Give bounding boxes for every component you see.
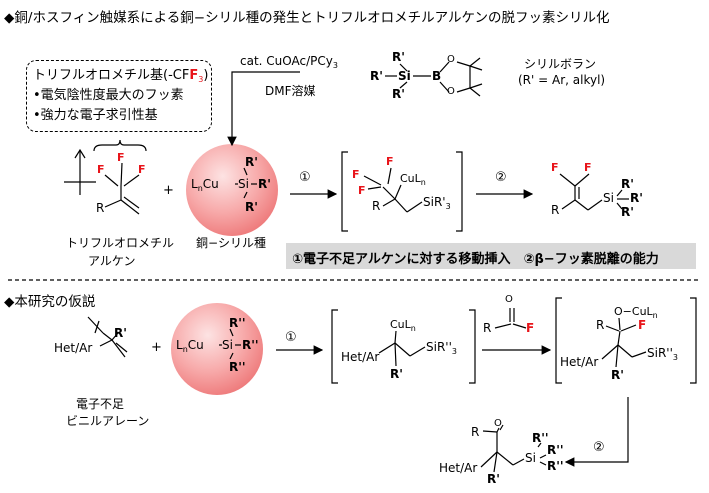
cusi2-rpp-top: R'' (229, 316, 246, 330)
prod-f-left: F (551, 161, 559, 174)
int-sir3: SiR'3 (423, 195, 451, 211)
int3-r: R (596, 318, 605, 332)
int-r: R (372, 199, 381, 213)
solvent-label: DMF溶媒 (265, 84, 316, 98)
final-hetar: Het/Ar (439, 461, 478, 475)
final-rpp-2: R'' (547, 443, 564, 457)
prod-f-right: F (584, 161, 592, 174)
prod-r: R (551, 203, 560, 217)
prod-si: Si (603, 191, 614, 205)
acyl-f: F (526, 321, 535, 335)
int2-culn: CuLn (390, 318, 416, 333)
step1-label: ① (299, 170, 311, 185)
cusi-rp-bottom: R' (245, 200, 258, 214)
prod-rp-2: R' (630, 191, 643, 205)
prod-rp-1: R' (621, 177, 634, 191)
final-si: Si (525, 451, 536, 465)
int3-f: F (638, 318, 647, 332)
ability-text: ①電子不足アルケンに対する移動挿入 ②β−フッ素脱離の能力 (292, 252, 659, 267)
alkene-r: R (96, 201, 105, 215)
vinyl-rp: R' (114, 326, 127, 340)
cusi-rp-right: R' (258, 177, 271, 191)
int-culn: CuLn (400, 172, 426, 187)
step1-label-2: ① (285, 330, 297, 345)
prod-rp-3: R' (621, 205, 634, 219)
plus-sign-2: + (151, 340, 162, 355)
silylborane-rp-bottom: R' (392, 87, 405, 101)
cf3-box-title: トリフルオロメチル基(-CFF3) (33, 68, 209, 84)
alkene-name-2: アルケン (88, 254, 136, 268)
plus-sign-1: + (163, 183, 174, 198)
alkene-f-right: F (138, 163, 146, 176)
int3-rp: R' (611, 368, 624, 382)
vinyl-name-2: ビニルアレーン (66, 414, 150, 428)
section2-title: ◆本研究の仮説 (4, 294, 96, 310)
vinyl-hetar: Het/Ar (54, 341, 93, 355)
ability-highlight-box (286, 243, 696, 269)
final-rp: R' (487, 472, 500, 486)
section1-title: ◆銅/ホスフィン触媒系による銅−シリル種の発生とトリフルオロメチルアルケンの脱フ… (4, 10, 610, 26)
diamond-bullet-icon: ◆ (4, 294, 15, 310)
copper-silyl-name: 銅−シリル種 (196, 236, 267, 250)
alkene-f-left: F (97, 163, 105, 176)
vinyl-name-1: 電子不足 (76, 397, 125, 411)
silylborane-si: Si (398, 69, 411, 83)
cusi-lncu: LnCu (191, 177, 219, 193)
silylborane-note: (R' = Ar, alkyl) (518, 73, 606, 87)
cusi2-si: Si (222, 338, 233, 352)
silylborane-b: B (432, 69, 442, 83)
catalyst-label: cat. CuOAc/PCy3 (240, 54, 338, 70)
copper-silyl-sphere-2 (171, 303, 263, 395)
int-f-bottom: F (358, 184, 366, 197)
int3-hetar: Het/Ar (560, 355, 599, 369)
acyl-r: R (483, 321, 492, 335)
int2-rp: R' (390, 367, 403, 381)
silylborane-o-bottom: O (447, 86, 455, 97)
int3-o-culn: O−CuLn (614, 305, 658, 320)
int-f-left: F (352, 168, 360, 181)
final-r: R (471, 425, 480, 439)
cusi2-rpp-bottom: R'' (229, 360, 246, 374)
int3-sir3: SiR''3 (647, 346, 678, 362)
silylborane-rp-top: R' (392, 50, 405, 64)
final-rpp-3: R'' (547, 459, 564, 473)
final-rpp-1: R'' (532, 431, 549, 445)
int2-sir3: SiR''3 (426, 340, 457, 356)
cusi2-lncu: LnCu (176, 338, 204, 354)
int-f-top: F (386, 155, 394, 168)
alkene-f-top: F (117, 151, 125, 164)
alkene-name-1: トリフルオロメチル (66, 236, 175, 250)
cusi-rp-top: R' (245, 155, 258, 169)
cf3-info-box (26, 60, 212, 132)
cusi-si: Si (238, 177, 249, 191)
step2-label-2: ② (593, 440, 605, 455)
cusi2-rpp-right: R'' (242, 338, 259, 352)
final-o: O (494, 418, 502, 429)
step2-label: ② (495, 170, 507, 185)
copper-silyl-sphere (186, 144, 278, 236)
reagent-arrow (227, 71, 300, 147)
acyl-o: O (505, 294, 513, 305)
silylborane-name: シリルボラン (524, 57, 597, 71)
int2-hetar: Het/Ar (341, 350, 380, 364)
silylborane-rp-left: R' (370, 69, 383, 83)
silylborane-o-top: O (447, 54, 455, 65)
diamond-bullet-icon: ◆ (4, 10, 15, 26)
cf3-box-line2: •強力な電子求引性基 (33, 108, 158, 123)
cf3-box-line1: •電気陰性度最大のフッ素 (33, 88, 184, 103)
